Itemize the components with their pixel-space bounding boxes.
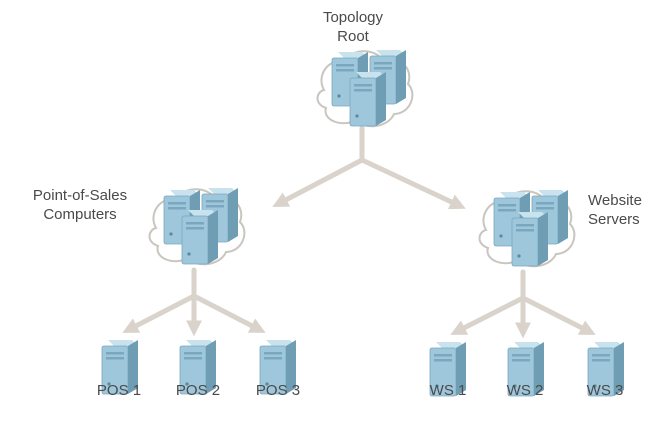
root-label-line1: Topology xyxy=(322,9,384,26)
pos2-label: POS 2 xyxy=(175,382,221,399)
pos-group-label-line2: Computers xyxy=(43,206,117,223)
web-group-label: Website Servers xyxy=(588,191,667,229)
web-server-cluster-icon xyxy=(480,190,575,266)
ws3-label: WS 3 xyxy=(586,382,624,399)
ws-arrows xyxy=(450,269,596,339)
root-server-cluster-icon xyxy=(318,50,413,126)
web-group-label-line2: Servers xyxy=(588,211,640,228)
pos-server-cluster-icon xyxy=(150,188,245,264)
root-label: Topology Root xyxy=(300,8,406,46)
pos1-label: POS 1 xyxy=(96,382,142,399)
pos-group-label-line1: Point-of-Sales xyxy=(32,187,128,204)
root-label-line2: Root xyxy=(337,28,369,45)
pos-arrows xyxy=(122,267,266,337)
ws1-label: WS 1 xyxy=(429,382,467,399)
web-group-label-line1: Website xyxy=(588,192,642,209)
root-arrows xyxy=(272,125,466,210)
pos3-label: POS 3 xyxy=(255,382,301,399)
ws2-label: WS 2 xyxy=(506,382,544,399)
pos-group-label: Point-of-Sales Computers xyxy=(0,186,160,224)
